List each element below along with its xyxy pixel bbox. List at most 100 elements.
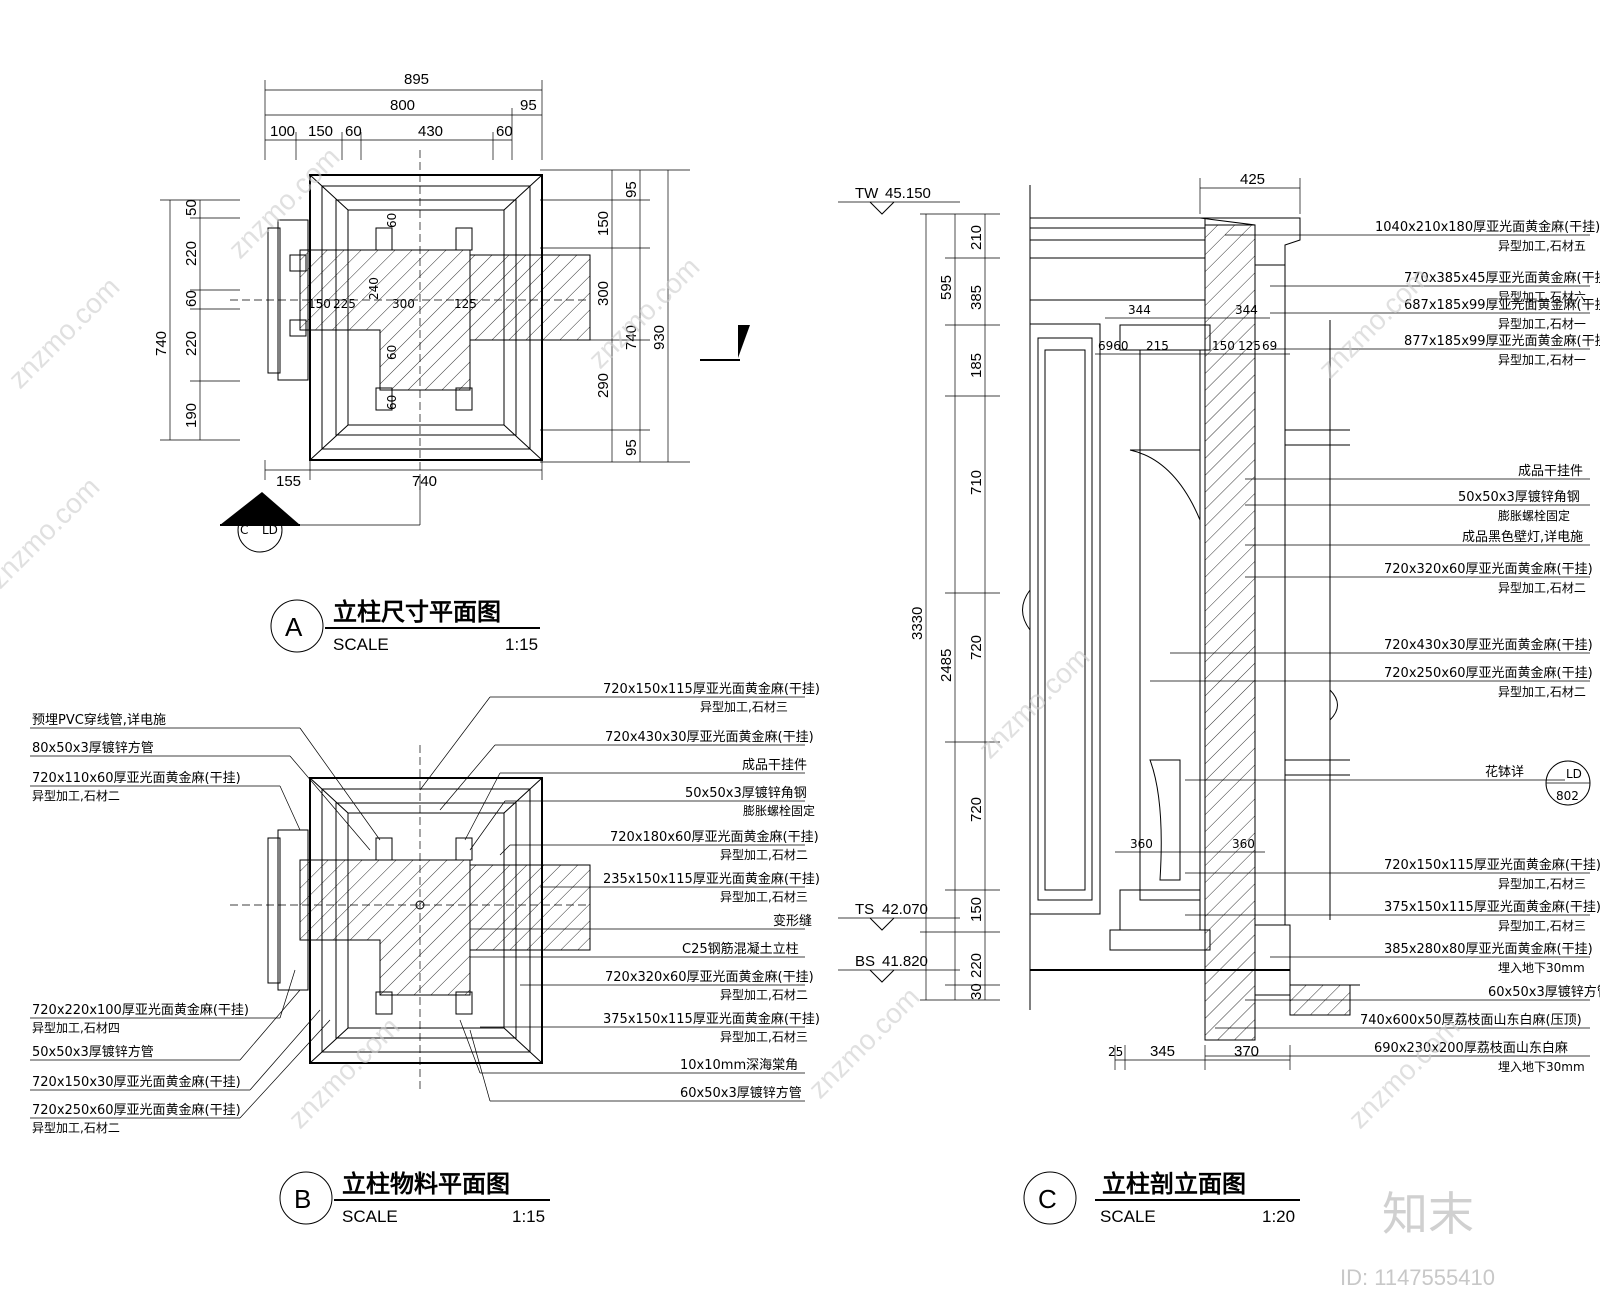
wm-2: znzmo.com [582, 251, 705, 374]
dim-a-740b: 740 [412, 473, 437, 490]
dim-a-290r: 290 [595, 373, 612, 398]
level-ts-name: TS [855, 901, 874, 918]
dim-a-60a: 60 [345, 123, 362, 140]
note-c-3: 877x185x99厚亚光面黄金麻(干挂) [1404, 333, 1600, 349]
brand-watermark: 知末 [1382, 1187, 1474, 1241]
section-a-letter: C [240, 523, 248, 537]
dim-c-720b: 720 [968, 797, 985, 822]
note-c-0-sub: 异型加工,石材五 [1498, 239, 1586, 253]
note-b-r5: 235x150x115厚亚光面黄金麻(干挂) [603, 871, 820, 887]
title-c: 立柱剖立面图 [1102, 1170, 1246, 1198]
note-c-2: 687x185x99厚亚光面黄金麻(干挂) [1404, 297, 1600, 313]
detail-c-code: LD [1566, 767, 1582, 781]
dim-c-6960: 6960 [1098, 339, 1129, 353]
wm-8: znzmo.com [0, 471, 105, 594]
dim-a-i225: 225 [333, 297, 356, 311]
dim-a-i300: 300 [392, 297, 415, 311]
dim-c-69: 69 [1262, 339, 1277, 353]
note-c-12: 375x150x115厚亚光面黄金麻(干挂) [1384, 899, 1600, 915]
plan-b-left-notes: 预埋PVC穿线管,详电施 80x50x3厚镀锌方管 720x110x60厚亚光面… [30, 712, 381, 1135]
scale-c-label: SCALE [1100, 1207, 1156, 1226]
level-bs-name: BS [855, 953, 875, 970]
note-b-l1: 80x50x3厚镀锌方管 [32, 740, 154, 756]
dim-c-2485: 2485 [938, 649, 955, 682]
plan-b-right-notes: 720x150x115厚亚光面黄金麻(干挂) 异型加工,石材三 720x430x… [419, 681, 820, 1102]
note-b-r3-sub: 膨胀螺栓固定 [743, 803, 815, 818]
detail-c-num: 802 [1556, 789, 1579, 803]
note-b-l0: 预埋PVC穿线管,详电施 [32, 712, 166, 728]
note-c-16-sub: 埋入地下30mm [1498, 1060, 1585, 1074]
dim-a-895: 895 [404, 71, 429, 88]
note-c-8: 720x430x30厚亚光面黄金麻(干挂) [1384, 637, 1593, 653]
note-b-r9: 375x150x115厚亚光面黄金麻(干挂) [603, 1011, 820, 1027]
section-c: TW 45.150 TS 42.070 BS 41.820 3330 595 2… [838, 171, 1600, 1226]
note-b-l2-sub: 异型加工,石材二 [32, 789, 120, 803]
note-b-r0-sub: 异型加工,石材三 [700, 700, 788, 714]
wm-7: znzmo.com [282, 1011, 405, 1134]
dim-c-344b: 344 [1235, 303, 1258, 317]
scale-c-value: 1:20 [1262, 1207, 1295, 1226]
note-b-r7: C25钢筋混凝土立柱 [682, 941, 799, 957]
dim-a-740r: 740 [623, 325, 640, 350]
note-b-l6-sub: 异型加工,石材二 [32, 1121, 120, 1135]
note-b-l3-sub: 异型加工,石材四 [32, 1021, 120, 1035]
note-b-r10: 10x10mm深海棠角 [680, 1058, 798, 1073]
dim-a-i60a: 60 [385, 213, 399, 228]
wm-3: znzmo.com [222, 141, 345, 264]
note-b-l6: 720x250x60厚亚光面黄金麻(干挂) [32, 1102, 241, 1118]
dim-c-595: 595 [938, 275, 955, 300]
dim-a-155: 155 [276, 473, 301, 490]
note-b-r3: 50x50x3厚镀锌角钢 [685, 785, 807, 801]
note-c-12-sub: 异型加工,石材三 [1498, 919, 1586, 933]
dim-a-50: 50 [183, 199, 200, 216]
dim-c-220: 220 [968, 953, 985, 978]
note-b-r9-sub: 异型加工,石材三 [720, 1030, 808, 1044]
dim-c-370: 370 [1234, 1043, 1259, 1060]
note-c-10: 花钵详 [1485, 764, 1524, 780]
dim-a-60b: 60 [496, 123, 513, 140]
dim-a-300r: 300 [595, 281, 612, 306]
id-watermark: ID: 1147555410 [1340, 1265, 1495, 1290]
note-c-1-sub: 异型加工,石材六 [1498, 290, 1586, 304]
section-c-notes: 1040x210x180厚亚光面黄金麻(干挂) 异型加工,石材五 770x385… [1150, 219, 1600, 1074]
dim-a-i150: 150 [308, 297, 331, 311]
scale-a-value: 1:15 [505, 635, 538, 654]
note-c-6: 成品黑色壁灯,详电施 [1462, 529, 1583, 545]
dim-a-800: 800 [390, 97, 415, 114]
dim-c-185: 185 [968, 353, 985, 378]
dim-a-i125: 125 [454, 297, 477, 311]
dim-a-i60b: 60 [385, 345, 399, 360]
note-c-2-sub: 异型加工,石材一 [1498, 317, 1586, 331]
note-c-16: 690x230x200厚荔枝面山东白麻 [1374, 1040, 1568, 1056]
level-tw-name: TW [855, 185, 879, 202]
plan-a: 895 800 95 100 150 60 430 60 50 220 60 2… [153, 71, 750, 654]
note-c-15: 740x600x50厚荔枝面山东白麻(压顶) [1360, 1012, 1582, 1028]
note-b-r6: 变形缝 [773, 913, 812, 929]
title-c-circle: C [1038, 1184, 1057, 1214]
note-c-4: 成品干挂件 [1518, 464, 1583, 479]
note-b-r4-sub: 异型加工,石材二 [720, 848, 808, 862]
note-b-r5-sub: 异型加工,石材三 [720, 890, 808, 904]
note-c-14: 60x50x3厚镀锌方管 [1488, 984, 1600, 1000]
note-c-7-sub: 异型加工,石材二 [1498, 581, 1586, 595]
scale-a-label: SCALE [333, 635, 389, 654]
note-c-7: 720x320x60厚亚光面黄金麻(干挂) [1384, 561, 1593, 577]
dim-c-710: 710 [968, 470, 985, 495]
dim-c-385: 385 [968, 285, 985, 310]
dim-a-95r2: 95 [623, 439, 640, 456]
dim-a-220a: 220 [183, 241, 200, 266]
note-b-l2: 720x110x60厚亚光面黄金麻(干挂) [32, 770, 241, 786]
note-c-5-sub: 膨胀螺栓固定 [1498, 508, 1570, 523]
note-b-r1: 720x430x30厚亚光面黄金麻(干挂) [605, 729, 814, 745]
note-b-r8: 720x320x60厚亚光面黄金麻(干挂) [605, 969, 814, 985]
title-b: 立柱物料平面图 [342, 1170, 510, 1198]
dim-c-360a: 360 [1130, 837, 1153, 851]
dim-c-25: 25 [1108, 1045, 1123, 1059]
dim-c-720a: 720 [968, 635, 985, 660]
scale-b-label: SCALE [342, 1207, 398, 1226]
dim-c-425: 425 [1240, 171, 1265, 188]
dim-a-150: 150 [308, 123, 333, 140]
note-b-r8-sub: 异型加工,石材二 [720, 988, 808, 1002]
dim-c-215: 215 [1146, 339, 1169, 353]
dim-a-60l: 60 [183, 290, 200, 307]
